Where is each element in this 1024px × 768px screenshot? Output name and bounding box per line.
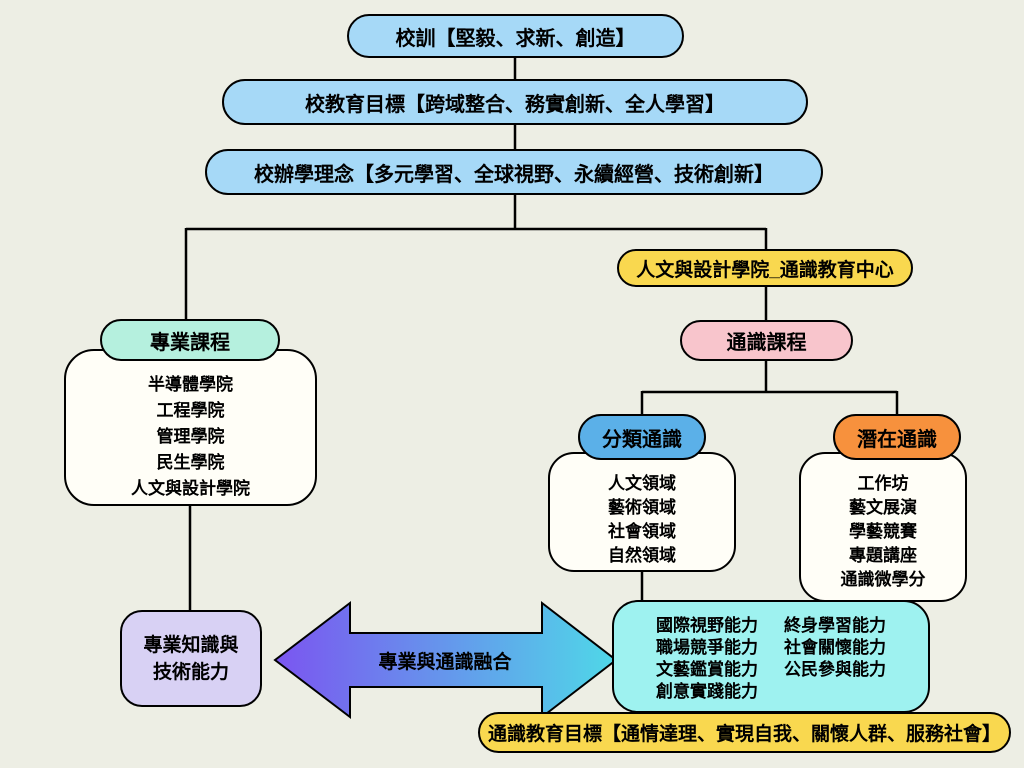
general-education-center-node: 人文與設計學院_通識教育中心 <box>617 249 913 287</box>
list-item: 人文領域 <box>608 474 676 493</box>
professional-colleges-box: 半導體學院 工程學院 管理學院 民生學院 人文與設計學院 <box>64 349 317 506</box>
list-item: 社會領域 <box>608 522 676 541</box>
professional-courses-pill: 專業課程 <box>100 319 280 361</box>
list-item: 工程學院 <box>156 401 225 420</box>
latent-general-pill: 潛在通識 <box>833 414 961 460</box>
list-item: 藝文展演 <box>849 498 917 517</box>
fusion-arrow-label: 專業與通識融合 <box>378 651 512 673</box>
list-item: 人文與設計學院 <box>131 479 250 498</box>
abilities-right-column: 終身學習能力 社會關懷能力 公民參與能力 <box>784 615 886 711</box>
list-item: 自然領域 <box>608 546 676 565</box>
ability-item: 國際視野能力 <box>656 616 758 635</box>
ability-item: 終身學習能力 <box>784 616 886 635</box>
abilities-box: 國際視野能力 職場競爭能力 文藝鑑賞能力 創意實踐能力 終身學習能力 社會關懷能… <box>612 600 930 713</box>
list-item: 民生學院 <box>156 453 225 472</box>
list-item: 通識微學分 <box>840 570 926 589</box>
school-philosophy-node: 校辦學理念【多元學習、全球視野、永續經營、技術創新】 <box>205 149 823 195</box>
list-item: 管理學院 <box>156 427 225 446</box>
outcome-line: 技術能力 <box>152 661 229 683</box>
ability-item: 文藝鑑賞能力 <box>656 660 758 679</box>
outcome-line: 專業知識與 <box>143 634 239 656</box>
list-item: 專題講座 <box>849 546 917 565</box>
general-courses-pill: 通識課程 <box>680 320 853 361</box>
list-item: 學藝競賽 <box>849 522 917 541</box>
ability-item: 職場競爭能力 <box>656 638 758 657</box>
list-item: 半導體學院 <box>148 375 233 394</box>
professional-outcome-box: 專業知識與 技術能力 <box>120 610 262 707</box>
latent-activities-box: 工作坊 藝文展演 學藝競賽 專題講座 通識微學分 <box>799 452 967 602</box>
school-edu-goal-node: 校教育目標【跨域整合、務實創新、全人學習】 <box>222 79 808 125</box>
ability-item: 創意實踐能力 <box>656 682 758 701</box>
motto-node: 校訓【堅毅、求新、創造】 <box>347 14 684 58</box>
ability-item: 公民參與能力 <box>784 660 886 679</box>
classified-general-pill: 分類通識 <box>578 414 706 460</box>
ability-item: 社會關懷能力 <box>784 638 886 657</box>
classified-domains-box: 人文領域 藝術領域 社會領域 自然領域 <box>548 452 736 572</box>
list-item: 藝術領域 <box>608 498 676 517</box>
list-item: 工作坊 <box>857 474 909 493</box>
abilities-left-column: 國際視野能力 職場競爭能力 文藝鑑賞能力 創意實踐能力 <box>656 615 758 711</box>
general-education-goal-node: 通識教育目標【通情達理、實現自我、關懷人群、服務社會】 <box>478 712 1011 753</box>
